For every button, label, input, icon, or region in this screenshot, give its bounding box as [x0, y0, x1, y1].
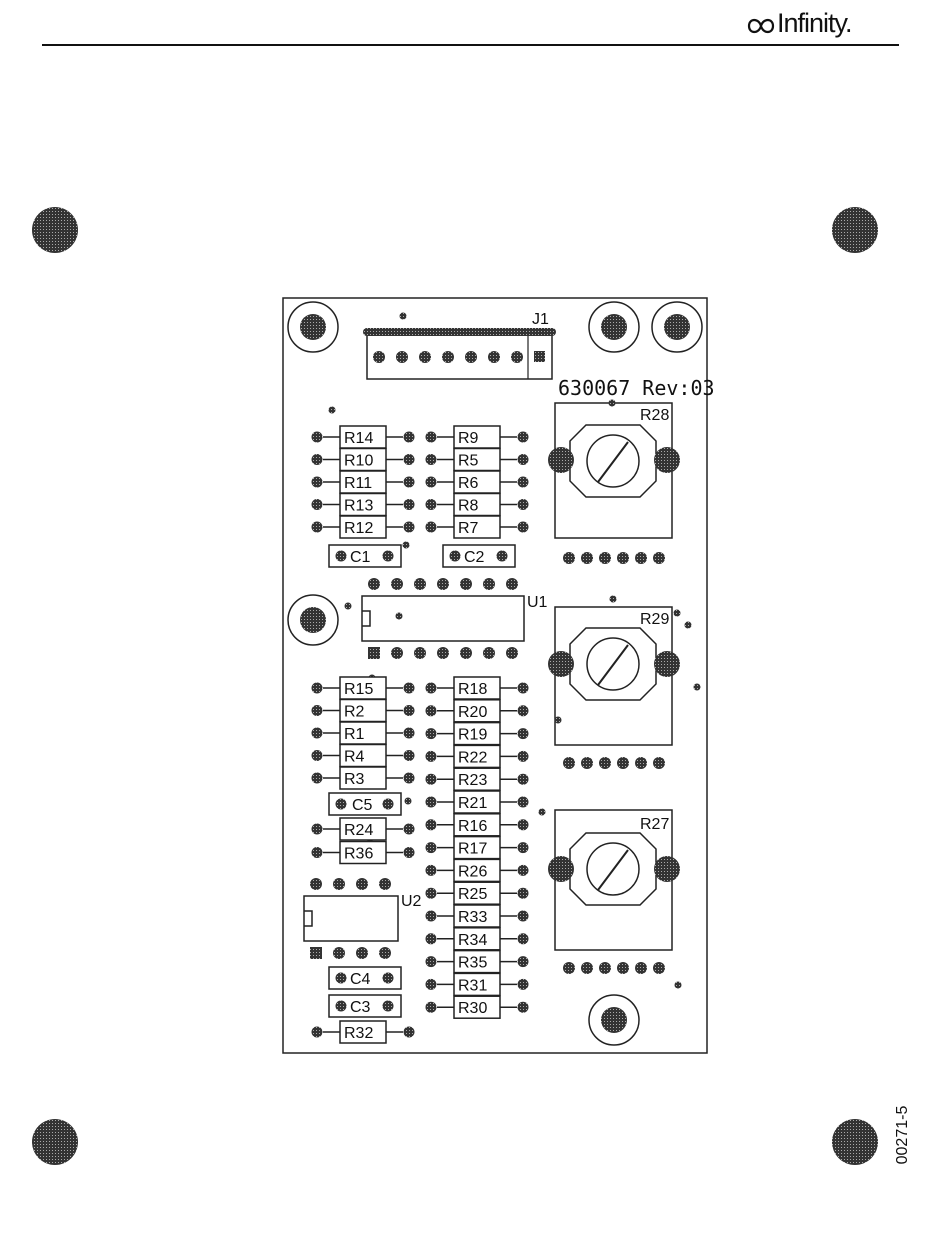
capacitor-c4-label: C4	[350, 971, 371, 988]
resistor-label: R2	[344, 704, 365, 721]
resistor-label: R10	[344, 453, 373, 470]
potentiometer-r27-label: R27	[640, 816, 669, 833]
resistor-label: R8	[458, 498, 479, 515]
resistor-label: R33	[458, 909, 487, 926]
resistor-label: R13	[344, 498, 373, 515]
resistor-label: R18	[458, 681, 487, 698]
resistor-label: R20	[458, 704, 487, 721]
resistor-label: R21	[458, 795, 487, 812]
resistor-label: R34	[458, 932, 487, 949]
resistor-label: R7	[458, 520, 479, 537]
resistor-label: R19	[458, 727, 487, 744]
part-number-label: 630067 Rev:03	[558, 376, 715, 400]
ic-u1-label: U1	[527, 594, 548, 611]
resistor-label: R6	[458, 475, 479, 492]
capacitor-c3-label: C3	[350, 999, 371, 1016]
resistor-label: R31	[458, 977, 487, 994]
resistor-label: R15	[344, 681, 373, 698]
capacitor-c2-label: C2	[464, 549, 485, 566]
resistor-label: R11	[344, 475, 372, 492]
resistor-label: R17	[458, 841, 487, 858]
capacitor-c5-label: C5	[352, 797, 373, 814]
document-code: 00271-5	[894, 1100, 912, 1170]
potentiometer-r29-label: R29	[640, 611, 669, 628]
resistor-label: R26	[458, 863, 487, 880]
corner-mounting-hole-br	[832, 1119, 878, 1165]
resistor-label: R32	[344, 1025, 373, 1042]
resistor-label: R30	[458, 1000, 487, 1017]
resistor-label: R22	[458, 749, 487, 766]
resistor-label: R16	[458, 818, 487, 835]
connector-j1-label: J1	[532, 311, 549, 328]
resistor-label: R36	[344, 846, 373, 863]
resistor-label: R25	[458, 886, 487, 903]
corner-mounting-hole-tl	[32, 207, 78, 253]
resistor-label: R3	[344, 771, 365, 788]
resistor-label: R5	[458, 453, 479, 470]
ic-u2-label: U2	[401, 893, 422, 910]
resistor-label: R12	[344, 520, 373, 537]
capacitor-c1-label: C1	[350, 549, 371, 566]
corner-mounting-hole-tr	[832, 207, 878, 253]
resistor-label: R4	[344, 749, 365, 766]
resistor-label: R23	[458, 772, 487, 789]
resistor-label: R14	[344, 430, 373, 447]
resistor-label: R35	[458, 955, 487, 972]
potentiometer-r28-label: R28	[640, 407, 669, 424]
corner-mounting-hole-bl	[32, 1119, 78, 1165]
resistor-label: R1	[344, 726, 365, 743]
resistor-label: R9	[458, 430, 479, 447]
resistor-label: R24	[344, 822, 373, 839]
